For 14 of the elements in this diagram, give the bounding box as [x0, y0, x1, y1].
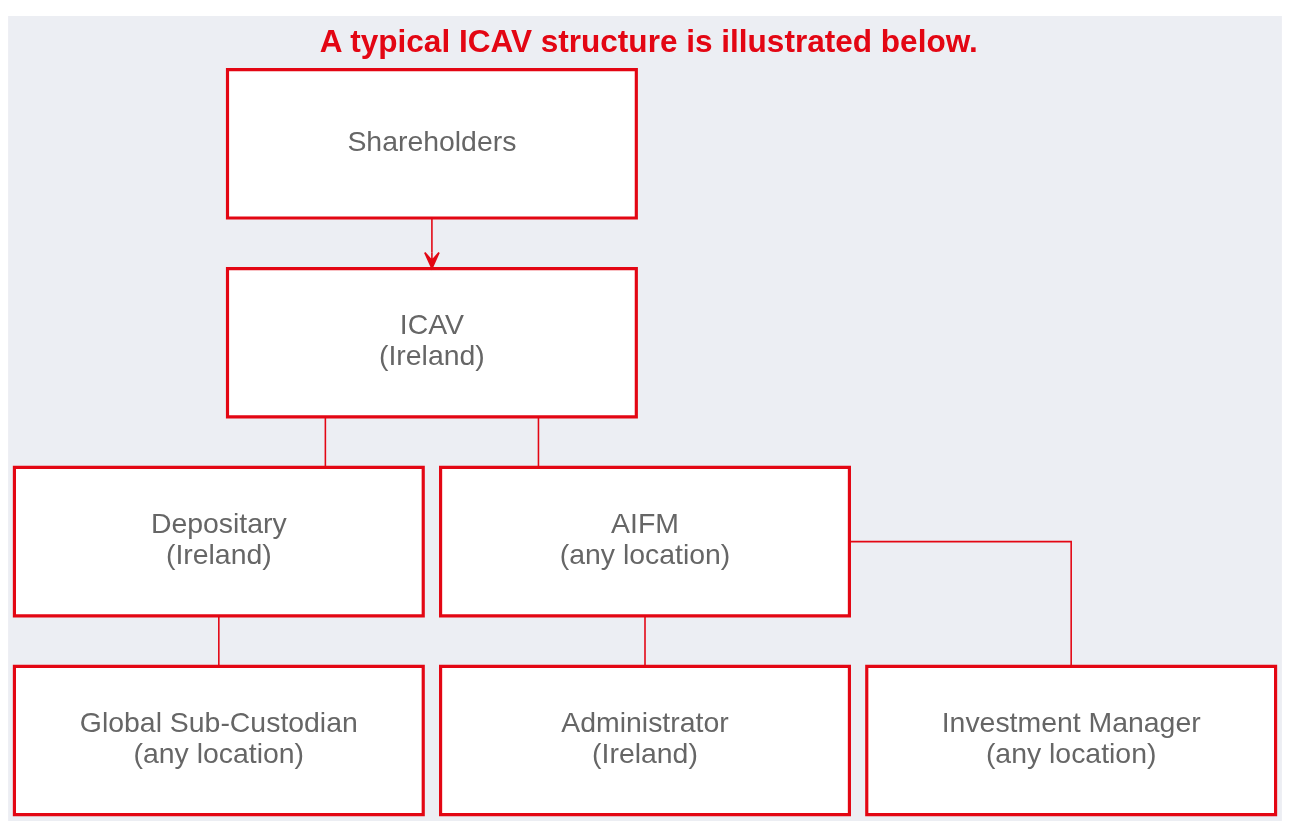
arrow [424, 217, 440, 270]
node-box: AIFM (any location) [439, 465, 851, 618]
node-box: Depositary (Ireland) [12, 465, 425, 618]
connector [218, 615, 220, 667]
node-box: Administrator (Ireland) [439, 664, 851, 817]
node-box: Shareholders [225, 68, 638, 220]
connector [324, 416, 327, 469]
node-box: Global Sub-Custodian (any location) [12, 664, 425, 817]
node-box: ICAV (Ireland) [225, 266, 638, 419]
connector [537, 416, 540, 469]
diagram-title: A typical ICAV structure is illustrated below. [319, 23, 978, 60]
connector [644, 615, 646, 667]
node-box: Investment Manager (any location) [865, 664, 1278, 817]
connector [849, 540, 1072, 667]
